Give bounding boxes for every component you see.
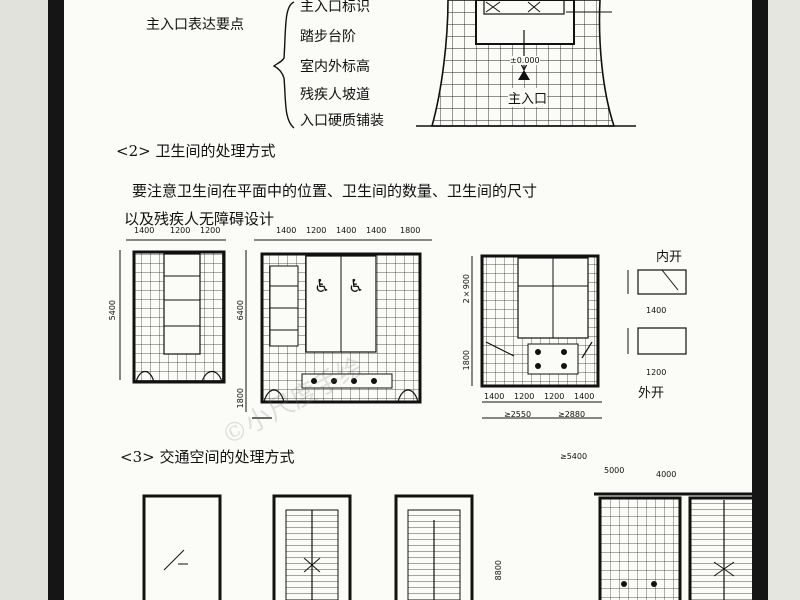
plan-c-dim-bottom-4: 1400 xyxy=(574,392,595,401)
wall-right xyxy=(768,0,800,600)
entrance-point-1: 主入口标识 xyxy=(300,0,370,15)
restroom-plan-b: ♿ ♿ xyxy=(245,239,432,419)
plan-b-dim-2: 1200 xyxy=(306,226,327,235)
svg-text:♿: ♿ xyxy=(314,276,330,297)
restroom-plan-c xyxy=(471,254,602,419)
section3-dim-top-2: 5000 xyxy=(604,466,625,475)
wall-left xyxy=(0,0,48,600)
section2-note-line1: 要注意卫生间在平面中的位置、卫生间的数量、卫生间的尺寸 xyxy=(132,182,538,200)
entrance-point-5: 入口硬质铺装 xyxy=(300,113,384,129)
entrance-plan-caption: 主入口 xyxy=(508,88,548,107)
door-inward-dim: 1400 xyxy=(646,306,667,315)
plan-c-dim-bottom2-1: ≥2550 xyxy=(504,410,532,419)
entrance-point-3: 室内外标高 xyxy=(300,59,370,75)
plan-b-dim-5: 1800 xyxy=(400,226,421,235)
entrance-elevation-dim: ±0.000 xyxy=(510,56,540,65)
door-outward-sketch xyxy=(627,327,687,355)
entrance-brace-sketch xyxy=(272,1,295,129)
section3-dim-top-1: ≥5400 xyxy=(560,452,588,461)
paper-sheet: 主入口表达要点 主入口标识 踏步台阶 室内外标高 残疾人坡道 入口硬质铺装 ±0… xyxy=(64,0,752,600)
entrance-point-2: 踏步台阶 xyxy=(300,29,356,45)
plan-a-dim-1: 1400 xyxy=(134,226,155,235)
entrance-plan-sketch xyxy=(416,0,636,127)
section2-note-line2: 以及残疾人无障碍设计 xyxy=(124,210,275,228)
main-entrance-label: 主入口表达要点 xyxy=(146,17,244,33)
plan-a-dim-2: 1200 xyxy=(170,226,191,235)
section3-heading: <3> 交通空间的处理方式 xyxy=(120,448,295,466)
plan-c-dim-bottom2-2: ≥2880 xyxy=(558,410,586,419)
plan-c-dim-bottom-2: 1200 xyxy=(514,392,535,401)
door-outward-dim: 1200 xyxy=(646,368,667,377)
plan-b-dim-4: 1400 xyxy=(366,226,387,235)
section2-heading: <2> 卫生间的处理方式 xyxy=(116,142,276,160)
svg-text:♿: ♿ xyxy=(348,276,364,297)
door-inward-label: 内开 xyxy=(656,250,683,265)
section3-dim-top-3: 4000 xyxy=(656,470,677,479)
plan-a-dim-3: 1200 xyxy=(200,226,221,235)
stair-sketches xyxy=(142,492,752,600)
door-outward-label: 外开 xyxy=(638,386,665,401)
plan-c-dim-bottom-3: 1200 xyxy=(544,392,565,401)
plan-b-dim-3: 1400 xyxy=(336,226,357,235)
restroom-plan-a xyxy=(119,239,226,384)
plan-c-dim-bottom-1: 1400 xyxy=(484,392,505,401)
entrance-point-4: 残疾人坡道 xyxy=(300,87,370,103)
door-inward-sketch xyxy=(627,269,687,295)
plan-b-dim-1: 1400 xyxy=(276,226,297,235)
